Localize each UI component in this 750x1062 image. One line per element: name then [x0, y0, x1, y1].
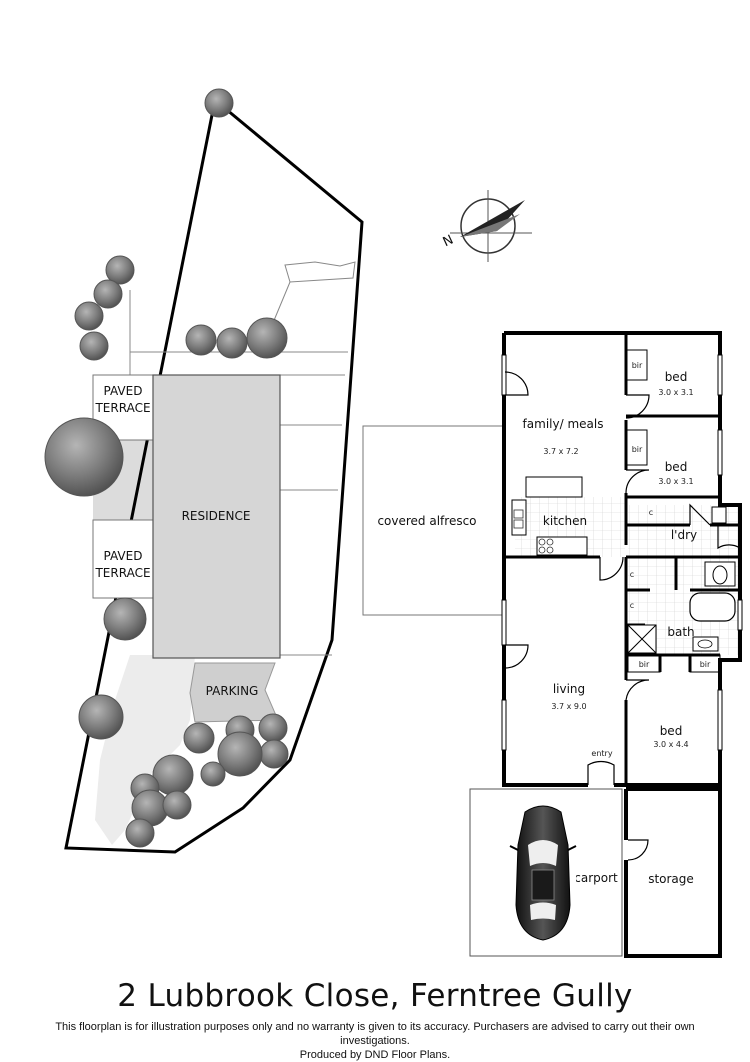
- living-label: living: [553, 682, 585, 696]
- bed3-label: bed: [660, 724, 683, 738]
- tree-icon: [74, 301, 104, 331]
- bed1-label: bed: [665, 370, 688, 384]
- tree-icon: [258, 713, 288, 743]
- bath-robe-left-label: bir: [639, 660, 650, 669]
- bed1-size: 3.0 x 3.1: [658, 388, 693, 397]
- tree-icon: [79, 331, 109, 361]
- cupboard-label: c: [630, 601, 634, 610]
- driveway-area: [95, 655, 195, 845]
- windows: [501, 354, 743, 751]
- car-icon: [509, 803, 577, 943]
- bed2-robe-label: bir: [632, 445, 643, 454]
- cupboard-label: c: [649, 508, 653, 517]
- tree-icon: [78, 694, 124, 740]
- kitchen-benches: [511, 476, 588, 556]
- paved-terrace-1-label-line2: TERRACE: [94, 401, 150, 415]
- living-size: 3.7 x 9.0: [551, 702, 586, 711]
- tree-icon: [105, 255, 135, 285]
- property-address-title: 2 Lubbrook Close, Ferntree Gully: [117, 978, 633, 1014]
- bed2-size: 3.0 x 3.1: [658, 477, 693, 486]
- tree-icon: [162, 790, 192, 820]
- tree-icon: [204, 88, 234, 118]
- cupboard-label: c: [630, 570, 634, 579]
- robe-boxes: [626, 349, 721, 673]
- bed1-robe-label: bir: [632, 361, 643, 370]
- tree-icon: [259, 739, 289, 769]
- carport-label: carport: [574, 871, 618, 885]
- tree-icon: [125, 818, 155, 848]
- tree-icon: [183, 722, 215, 754]
- tree-icon: [103, 597, 147, 641]
- paved-terrace-1: [92, 374, 154, 441]
- disclaimer-line-1: This floorplan is for illustration purpo…: [55, 1021, 695, 1047]
- family-meals-label: family/ meals: [523, 417, 604, 431]
- paved-terrace-2-label-line2: TERRACE: [94, 566, 150, 580]
- storage-walls: [624, 787, 722, 958]
- covered-alfresco-label: covered alfresco: [377, 514, 476, 528]
- site-trees: [44, 88, 289, 848]
- family-meals-size: 3.7 x 7.2: [543, 447, 578, 456]
- tree-icon: [217, 731, 263, 777]
- kitchen-label: kitchen: [543, 514, 587, 528]
- laundry-label: l'dry: [671, 528, 697, 542]
- entry-label: entry: [591, 749, 612, 758]
- paved-terrace-2-label-line1: PAVED: [104, 549, 143, 563]
- laundry-tub-icon: [711, 506, 727, 524]
- tree-icon: [200, 761, 226, 787]
- covered-alfresco: [362, 425, 505, 616]
- site-plan: PAVED TERRACE PAVED TERRACE RESIDENCE PA…: [44, 88, 364, 854]
- toilet-icon: [712, 565, 728, 585]
- floor-plan: covered alfresco: [362, 331, 743, 958]
- tree-icon: [216, 327, 248, 359]
- sink-icon: [513, 509, 524, 529]
- tree-icon: [185, 324, 217, 356]
- disclaimer-line-2: Produced by DND Floor Plans.: [299, 1049, 451, 1061]
- storage-label: storage: [648, 872, 694, 886]
- residence-label: RESIDENCE: [182, 509, 251, 523]
- tree-icon: [44, 417, 124, 497]
- bathtub-icon: [689, 592, 736, 622]
- disclaimer: This floorplan is for illustration purpo…: [20, 1020, 730, 1062]
- cooktop-icon: [538, 538, 554, 554]
- residence-footprint: [152, 374, 281, 659]
- door-swings: [504, 371, 741, 861]
- floor-plan-drawing: PAVED TERRACE PAVED TERRACE RESIDENCE PA…: [44, 88, 743, 958]
- parking-label: PARKING: [206, 684, 259, 698]
- compass-icon: N: [441, 190, 532, 262]
- basin-icon: [697, 639, 713, 649]
- property-boundary: [64, 97, 364, 854]
- bed3-size: 3.0 x 4.4: [653, 740, 688, 749]
- paved-terrace-1-label-line1: PAVED: [104, 384, 143, 398]
- bed2-label: bed: [665, 460, 688, 474]
- shower-icon: [627, 624, 657, 654]
- bath-label: bath: [667, 625, 694, 639]
- tree-icon: [246, 317, 288, 359]
- tree-icon: [93, 279, 123, 309]
- bath-robe-right-label: bir: [700, 660, 711, 669]
- compass-north-label: N: [441, 233, 456, 251]
